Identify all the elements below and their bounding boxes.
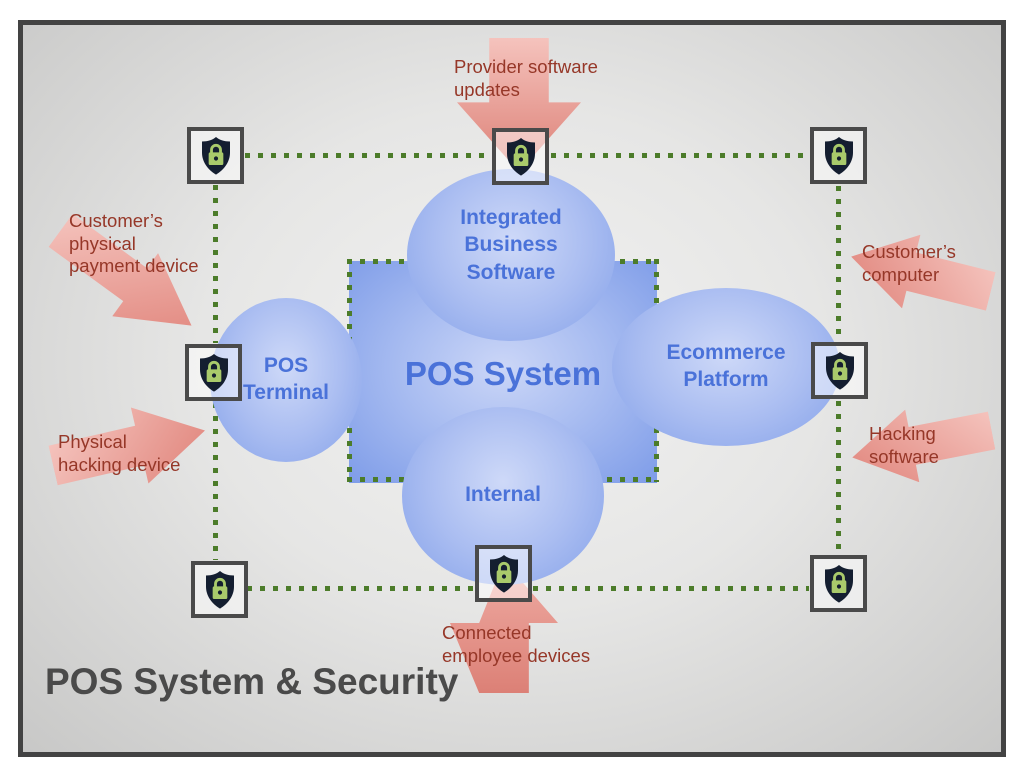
security-checkpoint-top-center bbox=[492, 128, 549, 185]
label-physical-hacking-device: Physical hacking device bbox=[58, 431, 181, 475]
page-title: POS System & Security bbox=[45, 661, 459, 702]
node-ecommerce-platform bbox=[612, 288, 840, 446]
perimeter-line-right-upper bbox=[836, 186, 841, 341]
shield-lock-icon bbox=[199, 353, 228, 392]
label-integrated-business-software: Integrated Business Software bbox=[460, 206, 562, 284]
perimeter-line-left-lower bbox=[213, 403, 218, 560]
security-checkpoint-bottom-center bbox=[475, 545, 532, 602]
label-customer-payment-device: Customer’s physical payment device bbox=[69, 210, 199, 277]
perimeter-line-top-right bbox=[551, 153, 809, 158]
label-hacking-software: Hacking software bbox=[869, 423, 939, 467]
security-checkpoint-mid-right bbox=[811, 342, 868, 399]
perimeter-line-bottom-left bbox=[247, 586, 474, 591]
perimeter-line-top-left bbox=[245, 153, 492, 158]
perimeter-line-left-upper bbox=[213, 185, 218, 343]
security-checkpoint-top-left bbox=[187, 127, 244, 184]
label-internal: Internal bbox=[465, 483, 541, 506]
perimeter-line-right-lower bbox=[836, 401, 841, 554]
label-ecommerce-platform: Ecommerce Platform bbox=[666, 341, 786, 392]
perimeter-line-bottom-right bbox=[533, 586, 809, 591]
shield-lock-icon bbox=[506, 137, 535, 176]
security-checkpoint-bottom-left bbox=[191, 561, 248, 618]
label-pos-terminal: POS Terminal bbox=[243, 354, 329, 405]
shield-lock-icon bbox=[825, 351, 854, 390]
node-integrated-business-software bbox=[407, 169, 615, 341]
shield-lock-icon bbox=[824, 564, 853, 603]
shield-lock-icon bbox=[824, 136, 853, 175]
shield-lock-icon bbox=[201, 136, 230, 175]
label-connected-employee-devices: Connected employee devices bbox=[442, 622, 591, 666]
label-provider-software-updates: Provider software updates bbox=[454, 56, 598, 100]
security-checkpoint-mid-left bbox=[185, 344, 242, 401]
label-customer-computer: Customer’s computer bbox=[862, 241, 956, 285]
shield-lock-icon bbox=[489, 554, 518, 593]
security-checkpoint-top-right bbox=[810, 127, 867, 184]
security-checkpoint-bottom-right bbox=[810, 555, 867, 612]
label-pos-system: POS System bbox=[404, 355, 602, 392]
shield-lock-icon bbox=[205, 570, 234, 609]
diagram-frame: Integrated Business Software POS Termina… bbox=[18, 20, 1006, 757]
